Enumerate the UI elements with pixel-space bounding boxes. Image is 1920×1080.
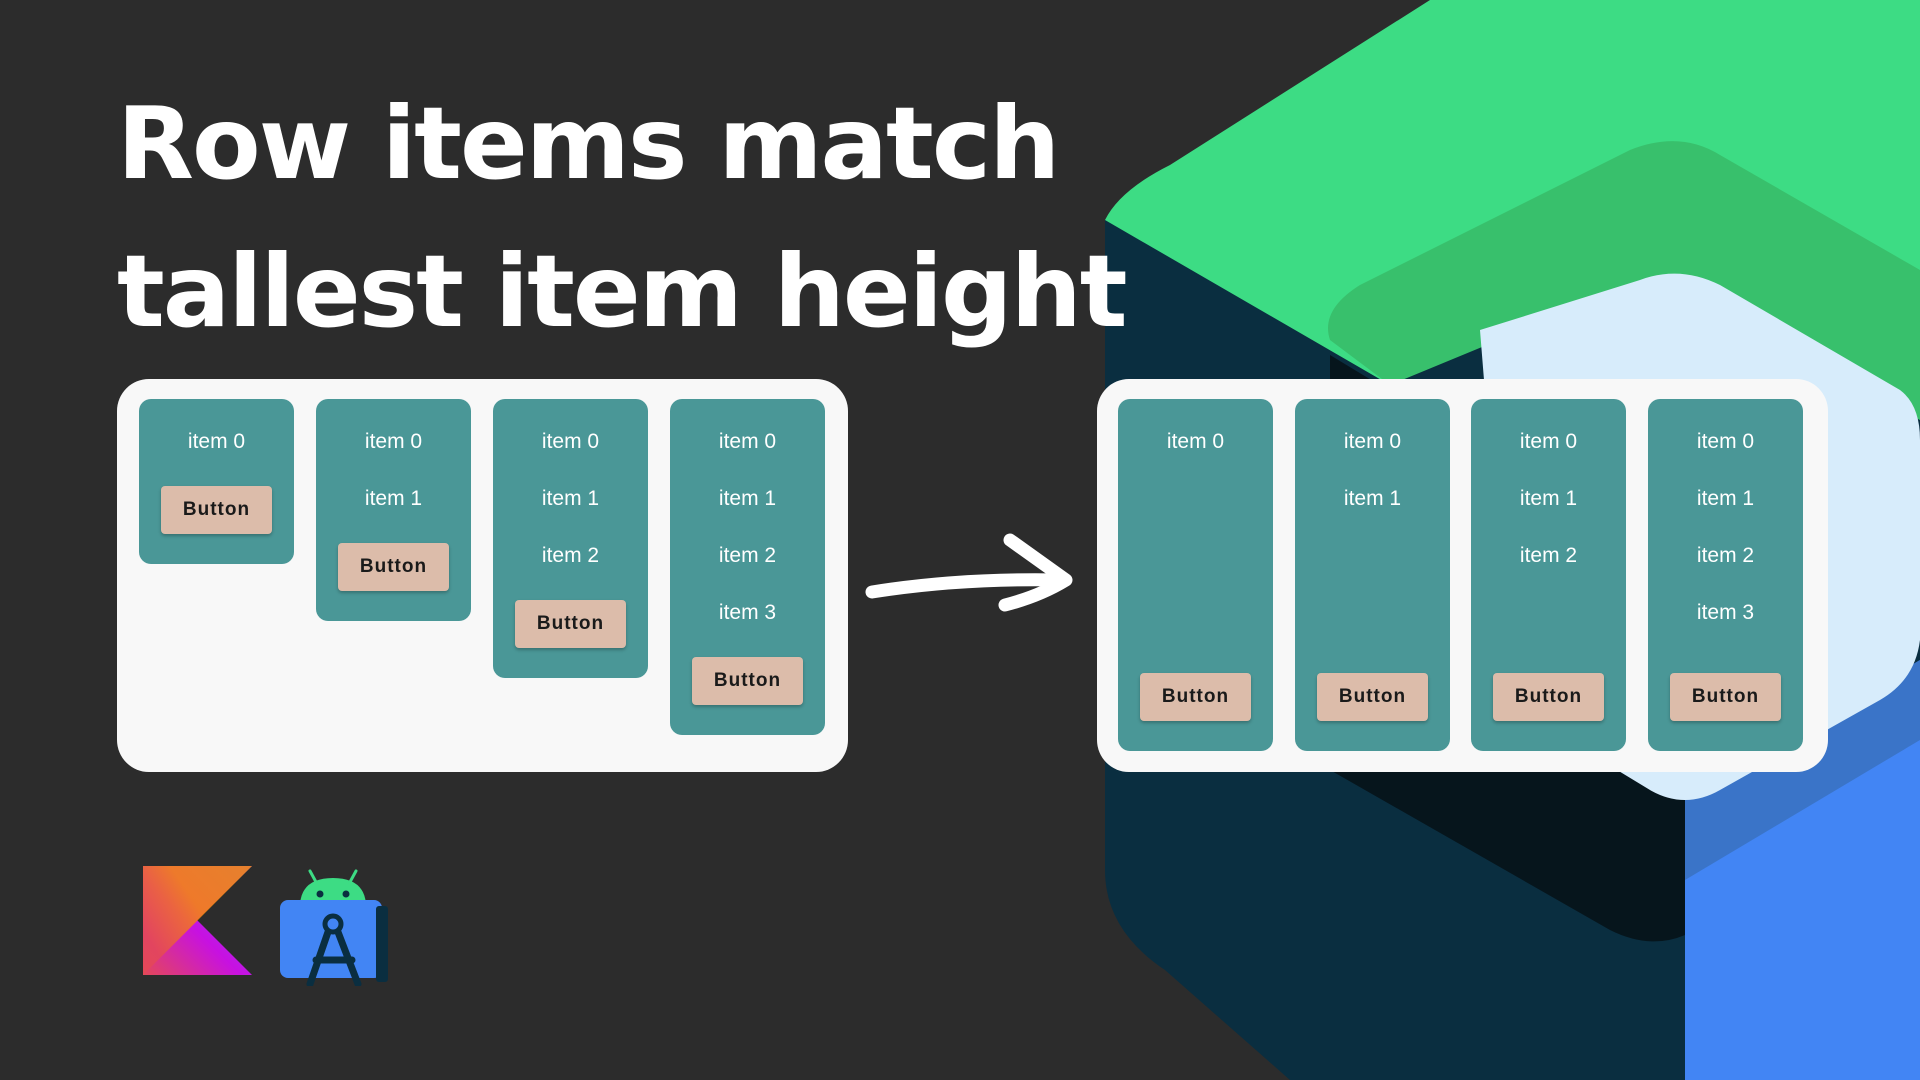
title-line-1: Row items match <box>117 85 1060 202</box>
item-label: item 3 <box>718 601 777 624</box>
compose-hex-green-inner <box>1328 141 1920 420</box>
item-label: item 0 <box>1519 430 1578 453</box>
item-label: item 1 <box>541 487 600 510</box>
title-line-2: tallest item height <box>117 233 1128 350</box>
item-label: item 1 <box>1519 487 1578 510</box>
card-button[interactable]: Button <box>515 600 626 648</box>
item-label: item 2 <box>1696 544 1755 567</box>
card-button[interactable]: Button <box>338 543 449 591</box>
column-card: item 0 item 1 Button <box>316 399 471 621</box>
android-studio-logo <box>280 869 388 986</box>
row-before-panel: item 0 Button item 0 item 1 Button item … <box>117 379 848 772</box>
card-button[interactable]: Button <box>1670 673 1781 721</box>
column-card: item 0 item 1 item 2 item 3 Button <box>1648 399 1803 751</box>
card-button[interactable]: Button <box>161 486 272 534</box>
item-label: item 0 <box>541 430 600 453</box>
column-card: item 0 item 1 item 2 item 3 Button <box>670 399 825 735</box>
item-label: item 1 <box>1696 487 1755 510</box>
card-button[interactable]: Button <box>692 657 803 705</box>
column-card: item 0 item 1 Button <box>1295 399 1450 751</box>
item-label: item 3 <box>1696 601 1755 624</box>
item-label: item 0 <box>1166 430 1225 453</box>
item-label: item 2 <box>1519 544 1578 567</box>
item-label: item 0 <box>1343 430 1402 453</box>
item-label: item 0 <box>1696 430 1755 453</box>
item-label: item 0 <box>718 430 777 453</box>
row-after-panel: item 0 Button item 0 item 1 Button item … <box>1097 379 1828 772</box>
card-button[interactable]: Button <box>1140 673 1251 721</box>
item-label: item 2 <box>541 544 600 567</box>
page-title: Row items match tallest item height <box>117 70 1128 366</box>
column-card: item 0 Button <box>1118 399 1273 751</box>
right-arrow-icon <box>865 533 1073 612</box>
item-label: item 0 <box>364 430 423 453</box>
item-label: item 1 <box>1343 487 1402 510</box>
column-card: item 0 Button <box>139 399 294 564</box>
item-label: item 1 <box>718 487 777 510</box>
kotlin-logo <box>143 866 252 975</box>
column-card: item 0 item 1 item 2 Button <box>1471 399 1626 751</box>
item-label: item 0 <box>187 430 246 453</box>
card-button[interactable]: Button <box>1317 673 1428 721</box>
item-label: item 2 <box>718 544 777 567</box>
item-label: item 1 <box>364 487 423 510</box>
card-button[interactable]: Button <box>1493 673 1604 721</box>
column-card: item 0 item 1 item 2 Button <box>493 399 648 678</box>
